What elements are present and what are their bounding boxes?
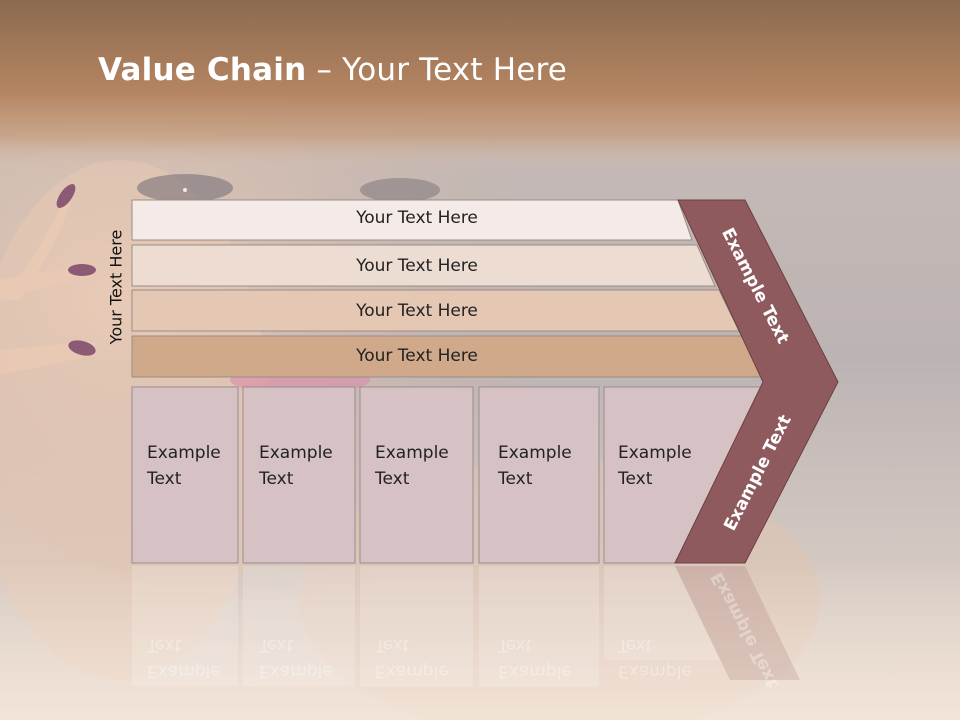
diagram-reflection [132,566,800,686]
slide-title: Value Chain – Your Text Here [98,52,567,88]
bar-label-2: Your Text Here [356,256,478,276]
bar-1 [131,199,693,241]
bar-label-4: Your Text Here [356,346,478,366]
chevron-arrow [674,199,839,564]
title-rest: – Your Text Here [306,52,568,88]
title-bold: Value Chain [98,52,307,88]
box-3 [359,386,474,564]
bar-label-3: Your Text Here [356,301,478,321]
bar-2 [131,244,716,287]
bar-label-1: Your Text Here [356,208,478,228]
box-4 [478,386,600,564]
box-1 [131,386,239,564]
box-2 [242,386,356,564]
